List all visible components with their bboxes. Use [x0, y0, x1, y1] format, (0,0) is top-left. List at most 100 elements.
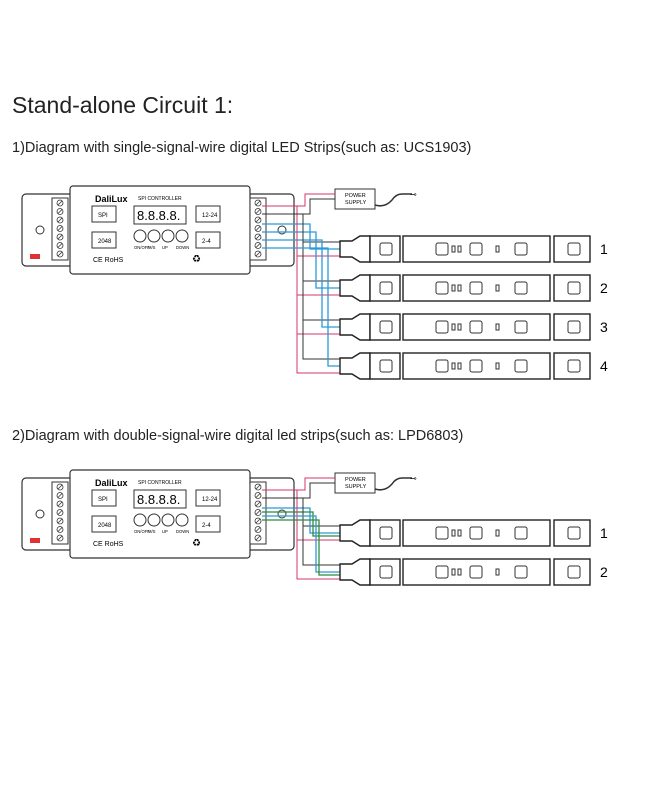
strip-connector	[339, 235, 371, 263]
strip-power-wire	[262, 489, 340, 580]
led-chip	[379, 242, 393, 256]
mount-hole	[277, 225, 287, 235]
strip-segment	[402, 519, 551, 547]
led-display	[133, 205, 187, 225]
led-chip	[435, 565, 449, 579]
strip-clock-wire	[262, 511, 340, 537]
strip-segment	[402, 313, 551, 341]
power-supply-label: SUPPLY	[345, 484, 367, 490]
strip-number: 2	[600, 564, 608, 580]
resistor	[495, 245, 500, 253]
resistor	[451, 568, 456, 576]
resistor	[495, 568, 500, 576]
power-supply-label: POWER	[345, 193, 366, 199]
resistor	[457, 245, 462, 253]
output-terminal-block	[249, 481, 267, 545]
display-digits: 8.8.8.8.	[137, 492, 180, 507]
certification-label: CE RoHS	[93, 257, 124, 264]
led-chip	[469, 359, 483, 373]
strip-connector	[339, 352, 371, 380]
led-chip	[514, 281, 528, 295]
button-m-s	[147, 229, 161, 243]
voltage-label: 12-24	[202, 213, 218, 219]
button-label: DOWN	[176, 529, 189, 534]
strip-data-wire	[262, 223, 340, 250]
strip-connector	[339, 274, 371, 302]
strip-data-wire	[262, 515, 340, 573]
led-chip	[567, 359, 581, 373]
resistor	[451, 323, 456, 331]
led-chip	[435, 242, 449, 256]
strip-segment	[553, 519, 591, 547]
input-terminal-block	[51, 197, 69, 261]
led-chip	[469, 320, 483, 334]
brand-logo: DaliLux	[95, 194, 128, 204]
display-digits: 8.8.8.8.	[137, 208, 180, 223]
led-chip	[567, 242, 581, 256]
plug-icon: ⊸	[410, 474, 417, 483]
resistor	[457, 568, 462, 576]
strip-segment	[369, 313, 401, 341]
certification-label: CE RoHS	[93, 541, 124, 548]
strip-segment	[402, 558, 551, 586]
model-label: SPI CONTROLLER	[138, 196, 182, 202]
switch-icon	[30, 538, 40, 543]
resistor	[457, 362, 462, 370]
strip-number: 1	[600, 525, 608, 541]
power-supply-label: POWER	[345, 477, 366, 483]
strip-segment	[553, 352, 591, 380]
strip-ground-wire	[262, 497, 340, 566]
led-chip	[514, 526, 528, 540]
mode-label: SPI	[98, 213, 108, 219]
page-title: Stand-alone Circuit 1:	[12, 92, 234, 118]
button-label: UP	[162, 245, 168, 250]
led-chip	[567, 565, 581, 579]
mount-hole	[35, 225, 45, 235]
led-chip	[567, 526, 581, 540]
button-label: M/S	[148, 245, 156, 250]
section-2-heading: 2)Diagram with double-signal-wire digita…	[12, 428, 464, 444]
strip-connector	[339, 558, 371, 586]
led-chip	[379, 281, 393, 295]
power-cord	[374, 193, 412, 207]
strip-number: 2	[600, 280, 608, 296]
strip-segment	[402, 352, 551, 380]
led-strip-4: 4	[262, 205, 608, 380]
led-chip	[514, 565, 528, 579]
led-chip	[514, 359, 528, 373]
led-chip	[435, 526, 449, 540]
strip-data-wire	[262, 239, 340, 328]
strip-clock-wire	[262, 519, 340, 576]
model-label: SPI CONTROLLER	[138, 480, 182, 486]
recycle-icon: ♻	[192, 538, 201, 549]
resistor	[495, 362, 500, 370]
led-chip	[435, 320, 449, 334]
resistor	[495, 284, 500, 292]
led-chip	[435, 359, 449, 373]
resistor	[495, 323, 500, 331]
button-on-off	[133, 513, 147, 527]
power-supply-label: SUPPLY	[345, 200, 367, 206]
strip-segment	[369, 519, 401, 547]
strip-segment	[369, 274, 401, 302]
led-chip	[379, 526, 393, 540]
strip-segment	[402, 235, 551, 263]
recycle-icon: ♻	[192, 254, 201, 265]
led-chip	[379, 565, 393, 579]
resistor	[457, 529, 462, 537]
strip-connector	[339, 519, 371, 547]
power-cord	[374, 477, 412, 491]
strip-segment	[402, 274, 551, 302]
strip-segment	[553, 313, 591, 341]
led-strip-1: 1	[262, 205, 608, 263]
voltage-label: 12-24	[202, 497, 218, 503]
button-label: ON/OFF	[134, 529, 150, 534]
led-chip	[514, 242, 528, 256]
button-up	[161, 513, 175, 527]
switch-icon	[30, 254, 40, 259]
led-strip-2: 2	[262, 489, 608, 586]
strip-segment	[369, 352, 401, 380]
led-strip-1: 1	[262, 489, 608, 547]
